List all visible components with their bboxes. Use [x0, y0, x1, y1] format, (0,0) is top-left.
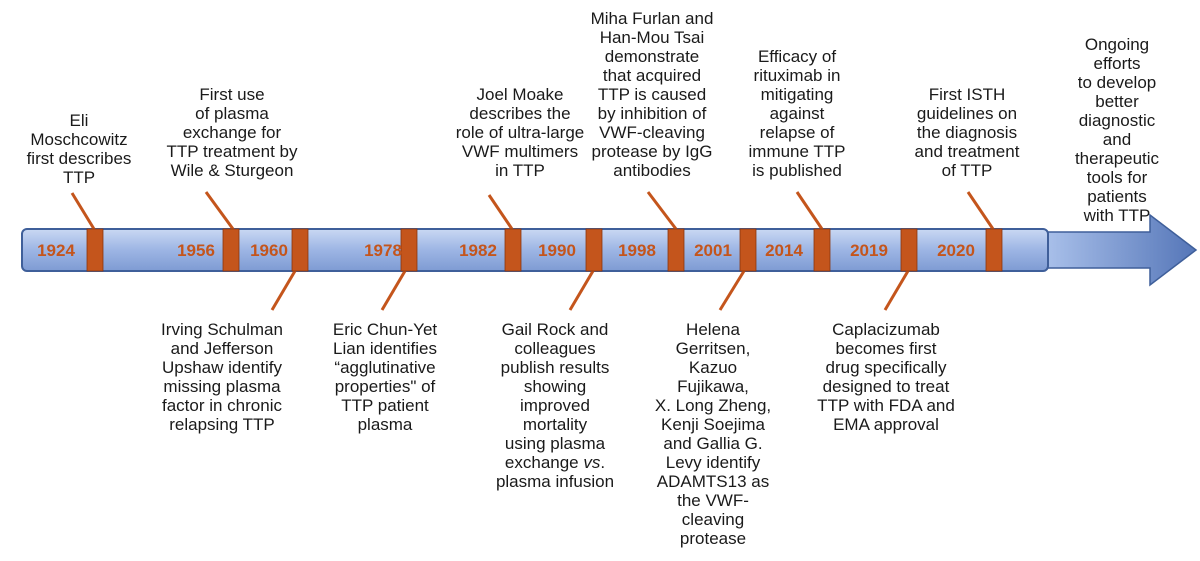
marker-2019 — [900, 228, 918, 272]
event-eli-moschcowitz: Eli Moschcowitz first describes TTP — [26, 111, 132, 187]
event-isth-guidelines: First ISTH guidelines on the diagnosis a… — [914, 85, 1020, 180]
marker-1990 — [585, 228, 603, 272]
year-1982: 1982 — [459, 241, 497, 260]
year-2001: 2001 — [694, 241, 732, 260]
marker-2001 — [739, 228, 757, 272]
marker-1924 — [86, 228, 104, 272]
timeline-arrowhead — [1045, 213, 1198, 287]
connector-1960 — [270, 270, 297, 311]
event-caplacizumab: Caplacizumab becomes first drug specific… — [817, 320, 955, 434]
marker-1956 — [222, 228, 240, 272]
connector-2020 — [966, 191, 995, 230]
connector-1924 — [70, 192, 96, 230]
connector-2019 — [883, 270, 910, 311]
connector-1978 — [380, 270, 407, 311]
year-1924: 1924 — [37, 241, 75, 260]
marker-1960 — [291, 228, 309, 272]
year-1956: 1956 — [177, 241, 215, 260]
year-2019: 2019 — [850, 241, 888, 260]
event-adamts13: Helena Gerritsen, Kazuo Fujikawa, X. Lon… — [654, 320, 772, 548]
year-1960: 1960 — [250, 241, 288, 260]
event-first-plasma-exchange: First use of plasma exchange for TTP tre… — [166, 85, 298, 180]
gail-rock-text-italic: vs — [583, 453, 601, 472]
event-furlan-tsai: Miha Furlan and Han-Mou Tsai demonstrate… — [590, 9, 714, 180]
connector-lines — [70, 191, 995, 311]
timeline-markers — [86, 228, 1003, 272]
connector-1990 — [568, 270, 595, 311]
timeline-bar — [21, 228, 1049, 272]
marker-1998 — [667, 228, 685, 272]
year-2020: 2020 — [937, 241, 975, 260]
connector-1998 — [646, 191, 678, 230]
event-ongoing-efforts: Ongoing efforts to develop better diagno… — [1074, 35, 1160, 225]
year-1978: 1978 — [364, 241, 402, 260]
event-schulman-upshaw: Irving Schulman and Jefferson Upshaw ide… — [161, 320, 283, 434]
gail-rock-text-part1: Gail Rock and colleagues publish results… — [500, 320, 610, 472]
event-joel-moake: Joel Moake describes the role of ultra-l… — [455, 85, 585, 180]
event-rituximab: Efficacy of rituximab in mitigating agai… — [748, 47, 846, 180]
marker-2014 — [813, 228, 831, 272]
gail-rock-text-part2: . plasma infusion — [495, 453, 615, 491]
year-2014: 2014 — [765, 241, 803, 260]
year-1990: 1990 — [538, 241, 576, 260]
event-eric-lian: Eric Chun-Yet Lian identifies “agglutina… — [332, 320, 438, 434]
connector-2001 — [718, 270, 746, 311]
marker-2020 — [985, 228, 1003, 272]
event-gail-rock: Gail Rock and colleagues publish results… — [496, 320, 614, 491]
year-1998: 1998 — [618, 241, 656, 260]
connector-1982 — [487, 194, 514, 230]
marker-1982 — [504, 228, 522, 272]
connector-1956 — [204, 191, 235, 230]
marker-1978 — [400, 228, 418, 272]
connector-2014 — [795, 191, 824, 230]
